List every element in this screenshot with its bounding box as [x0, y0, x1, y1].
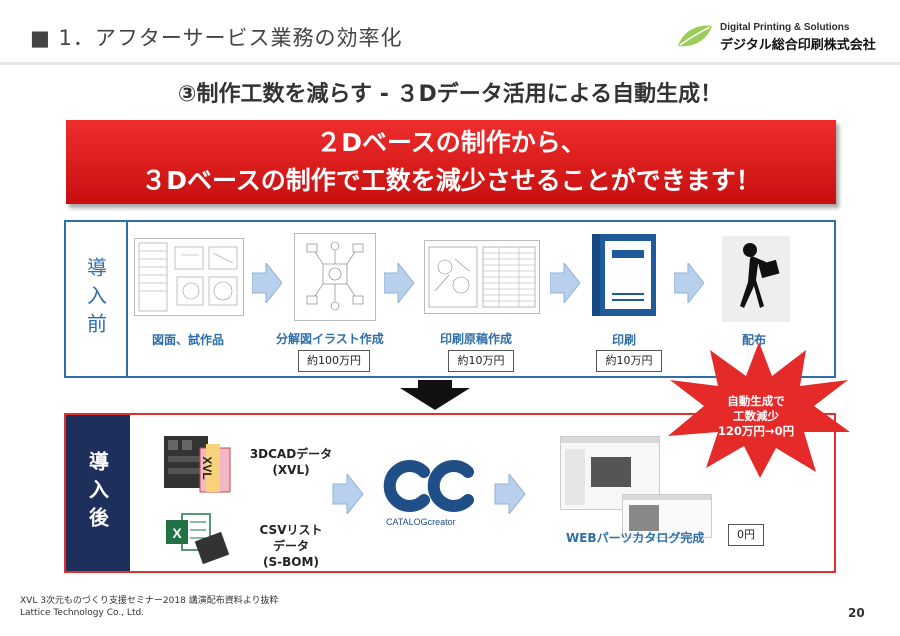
exploded-view-icon [306, 241, 364, 311]
exploded-illustration-thumbnail [294, 233, 376, 321]
before-label-box: 導入前 [66, 222, 128, 376]
xvl-badge-text: XVL [200, 456, 214, 479]
engine-xvl-icon: XVL [162, 428, 234, 496]
catalog-creator-text: CATALOGcreator [386, 517, 456, 527]
flow-arrow-icon [674, 263, 704, 303]
cost-illustration: 約100万円 [298, 350, 370, 372]
flow-arrow-icon [332, 474, 364, 514]
banner-line-2: ３Dベースの制作で工数を減少させることができます！ [141, 166, 761, 195]
company-logo: Digital Printing & Solutions デジタル総合印刷株式会… [676, 22, 876, 53]
delivery-image [722, 236, 790, 322]
stage-label-delivery: 配布 [742, 333, 767, 347]
stage-label-print: 印刷 [612, 333, 637, 347]
flow-arrow-icon [252, 263, 282, 303]
drawing-icon [138, 242, 238, 312]
stage-label-manuscript: 印刷原稿作成 [440, 332, 513, 346]
web-catalog-label: WEBパーツカタログ完成 [566, 531, 705, 545]
cad-data-label: 3DCADデータ (XVL) [249, 447, 333, 477]
logo-english-text: Digital Printing & Solutions [720, 22, 850, 33]
section-title: ■ 1．アフターサービス業務の効率化 [30, 26, 403, 50]
footnote-line-1: XVL 3次元ものづくり支援セミナー2018 講演配布資料より抜粋 [20, 596, 279, 606]
cost-manuscript: 約10万円 [448, 350, 514, 372]
delivery-person-icon [740, 243, 780, 308]
leaf-logo-icon [678, 25, 712, 47]
page-number: 20 [848, 606, 865, 620]
manuscript-thumbnail [424, 240, 540, 314]
flow-arrow-icon [494, 474, 526, 514]
down-arrow-icon [400, 380, 470, 410]
before-label: 導入前 [83, 257, 108, 341]
stage-label-drawing: 図面、試作品 [152, 333, 225, 347]
catalog-creator-logo-icon [383, 460, 474, 512]
web-catalog-screenshot [560, 436, 660, 510]
starburst-icon [668, 342, 850, 478]
slide-headline: ③制作工数を減らす - ３Dデータ活用による自動生成！ [177, 82, 723, 107]
book-icon [592, 234, 656, 316]
banner-line-1: ２Dベースの制作から、 [316, 128, 586, 157]
cost-web: 0円 [728, 524, 764, 546]
header-divider [0, 62, 900, 65]
cost-print: 約10万円 [596, 350, 662, 372]
after-label: 導入後 [85, 451, 110, 535]
footnote-line-2: Lattice Technology Co., Ltd. [20, 608, 145, 618]
logo-japanese-text: デジタル総合印刷株式会社 [720, 38, 876, 53]
web-catalog-screenshot-2 [622, 494, 712, 538]
manuscript-icon [428, 246, 536, 308]
footnote: XVL 3次元ものづくり支援セミナー2018 講演配布資料より抜粋 Lattic… [20, 595, 279, 619]
flow-arrow-icon [384, 263, 414, 303]
excel-sbom-icon: X [164, 510, 236, 566]
burst-text: 自動生成で 工数減少 120万円→0円 [717, 394, 795, 438]
red-banner: ２Dベースの制作から、 ３Dベースの制作で工数を減少させることができます！ [66, 120, 836, 204]
after-label-box: 導入後 [66, 415, 130, 571]
csv-data-label: CSVリスト データ (S-BOM) [259, 523, 323, 569]
drawing-thumbnail [134, 238, 244, 316]
excel-badge-text: X [172, 525, 182, 541]
stage-label-illustration: 分解図イラスト作成 [276, 332, 384, 346]
flow-arrow-icon [550, 263, 580, 303]
